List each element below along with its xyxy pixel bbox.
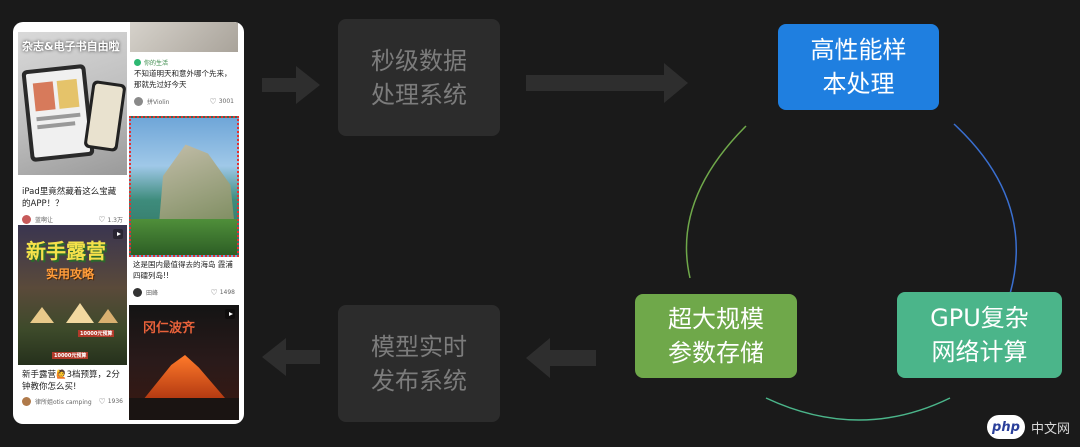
- topic-tag: 你的生活: [134, 58, 168, 67]
- card-meta: 律所姐otis camping ♡ 1936: [22, 395, 123, 407]
- cover-subtitle: 实用攻略: [46, 267, 95, 281]
- feed-card-mountain[interactable]: 冈仁波齐: [129, 305, 239, 420]
- heart-icon[interactable]: ♡: [98, 396, 106, 406]
- box-label: 模型实时 发布系统: [371, 332, 467, 395]
- card-meta: 蓝啊让 ♡ 1.3万: [22, 213, 123, 225]
- avatar: [22, 214, 31, 224]
- cover-caption: 10000元预算: [78, 330, 115, 337]
- topic-icon: [134, 59, 141, 66]
- feed-card-ipad[interactable]: 杂志&电子书自由啦 iPad里竟然藏着这么宝藏的APP！？ 蓝啊让 ♡ 1.3万: [18, 32, 127, 227]
- card-cover-image: [129, 116, 239, 257]
- box-label: 超大规模 参数存储: [668, 305, 764, 367]
- box-label: 高性能样 本处理: [810, 36, 907, 98]
- feed-card-island[interactable]: 这是国内最值得去的海岛 霞浦四礌列岛!! 田峰 ♡ 1498: [129, 116, 239, 302]
- topic-tag-label: 你的生活: [144, 60, 169, 67]
- cover-overlay-text: 杂志&电子书自由啦: [22, 40, 120, 53]
- cycle-arc-bottom: [765, 397, 951, 421]
- arrow-right-icon: [262, 66, 320, 104]
- video-icon: [113, 229, 123, 239]
- like-count: 1.3万: [107, 216, 123, 224]
- feed-card-life[interactable]: 你的生活 不知道明天和意外哪个先来，那就先过好今天 拼Violin ♡ 3001: [130, 22, 238, 106]
- sample-processing-box: 高性能样 本处理: [778, 24, 939, 110]
- video-icon: [225, 309, 235, 319]
- card-title: iPad里竟然藏着这么宝藏的APP！？: [22, 187, 117, 209]
- card-cover-image: 新手露营 实用攻略 10000元预算 10000元预算: [18, 225, 127, 365]
- card-cover-image: 冈仁波齐: [129, 305, 239, 420]
- heart-icon[interactable]: ♡: [98, 214, 106, 224]
- card-meta: 田峰 ♡ 1498: [133, 286, 235, 298]
- box-label: GPU复杂 网络计算: [930, 304, 1029, 366]
- author-name: 蓝啊让: [35, 216, 54, 224]
- box-label: 秒级数据 处理系统: [371, 46, 467, 109]
- arrow-left-icon: [526, 338, 596, 378]
- cover-title: 冈仁波齐: [143, 321, 196, 336]
- model-realtime-publish-box: 模型实时 发布系统: [338, 305, 500, 422]
- arrow-right-icon: [526, 63, 688, 103]
- heart-icon[interactable]: ♡: [210, 287, 218, 297]
- card-title: 不知道明天和意外哪个先来，那就先过好今天: [134, 69, 232, 89]
- parameter-storage-box: 超大规模 参数存储: [635, 294, 797, 378]
- ground-illustration: [129, 398, 239, 420]
- cycle-arc-right: [953, 123, 1017, 295]
- author-name: 律所姐otis camping: [35, 398, 92, 406]
- gpu-network-compute-box: GPU复杂 网络计算: [897, 292, 1062, 378]
- tents-illustration: [26, 297, 120, 327]
- phone-feed-mockup: 杂志&电子书自由啦 iPad里竟然藏着这么宝藏的APP！？ 蓝啊让 ♡ 1.3万: [13, 22, 244, 424]
- card-cover-image: [130, 22, 238, 52]
- card-title: 新手露营🙋3档预算，2分钟教你怎么买!: [22, 370, 120, 392]
- cover-caption: 10000元预算: [52, 352, 89, 359]
- greenery-illustration: [131, 219, 237, 255]
- like-count: 1936: [107, 397, 123, 405]
- watermark-text: 中文网: [1030, 421, 1070, 437]
- arrow-left-icon: [262, 338, 320, 376]
- php-logo-icon: php: [986, 415, 1025, 439]
- author-name: 田峰: [146, 289, 159, 297]
- like-count: 1498: [219, 288, 235, 296]
- heart-icon[interactable]: ♡: [209, 96, 217, 106]
- feed-card-camping[interactable]: 新手露营 实用攻略 10000元预算 10000元预算 新手露营🙋3档预算，2分…: [18, 225, 127, 420]
- author-name: 拼Violin: [147, 98, 170, 106]
- card-cover-image: 杂志&电子书自由啦: [18, 32, 127, 175]
- card-meta: 拼Violin ♡ 3001: [134, 95, 234, 106]
- avatar: [22, 396, 31, 406]
- cycle-arc-left: [685, 125, 747, 279]
- like-count: 3001: [218, 97, 234, 105]
- watermark: php 中文网: [986, 415, 1070, 439]
- avatar: [133, 287, 142, 297]
- avatar: [134, 96, 143, 106]
- cover-title: 新手露营: [26, 239, 106, 263]
- card-title: 这是国内最值得去的海岛 霞浦四礌列岛!!: [133, 260, 233, 280]
- realtime-data-processing-box: 秒级数据 处理系统: [338, 19, 500, 136]
